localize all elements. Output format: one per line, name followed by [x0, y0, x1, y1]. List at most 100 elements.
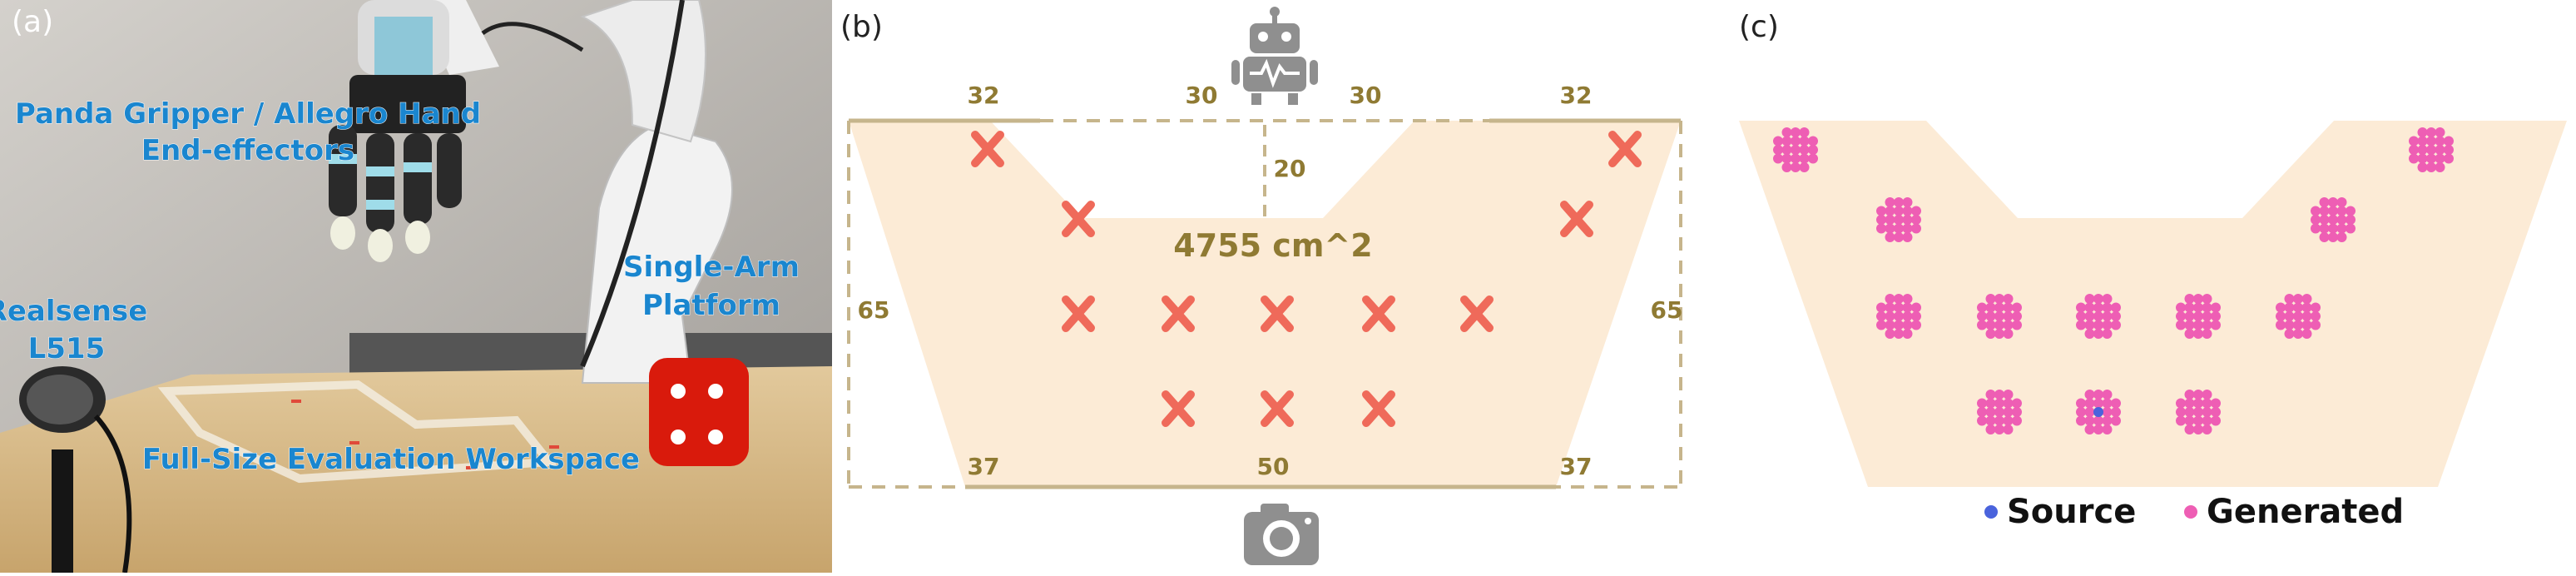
generated-dot — [2102, 294, 2113, 304]
generated-dot — [2093, 302, 2103, 313]
generated-dot — [2184, 311, 2195, 321]
generated-dot — [2311, 206, 2321, 216]
generated-dot — [2336, 215, 2347, 225]
generated-dot — [2301, 320, 2312, 330]
robot-icon — [1231, 7, 1318, 105]
generated-dot — [2276, 311, 2286, 321]
generated-dot — [1799, 145, 1810, 155]
panel-c-letter: (c) — [1739, 10, 1779, 44]
generated-dot — [1994, 311, 2004, 321]
generated-cluster — [2311, 197, 2356, 242]
panel-b-dimensions: (b) 32 30 — [840, 0, 1722, 573]
generated-dot — [1894, 223, 1904, 234]
generated-dot — [2102, 302, 2113, 313]
generated-dot — [2328, 223, 2338, 234]
generated-dot — [1781, 127, 1792, 137]
x-marker — [971, 131, 1004, 167]
x-marker — [1608, 131, 1642, 167]
generated-dot — [2284, 320, 2295, 330]
generated-dot — [2093, 320, 2103, 330]
generated-dot — [1902, 223, 1913, 234]
generated-dot — [2084, 407, 2095, 417]
generated-dot — [1994, 294, 2004, 304]
generated-dot — [2111, 398, 2121, 409]
generated-dot — [2202, 311, 2212, 321]
dim-side-left: 65 — [858, 296, 890, 324]
generated-dot — [2328, 197, 2338, 207]
generated-dot — [2435, 145, 2445, 155]
generated-dot — [1876, 215, 1886, 225]
generated-dot — [2328, 215, 2338, 225]
generated-dot — [2176, 302, 2186, 313]
area-label: 4755 cm^2 — [1173, 227, 1372, 264]
generated-dot — [2184, 398, 2195, 409]
generated-dot — [1799, 136, 1810, 146]
gripper-label-line1: Panda Gripper / Allegro Hand — [15, 97, 481, 131]
generated-dot — [2076, 407, 2086, 417]
generated-dot — [2211, 415, 2221, 426]
generated-dot — [2111, 302, 2121, 313]
generated-dot — [2336, 197, 2347, 207]
generated-dot — [2076, 320, 2086, 330]
generated-dot — [1781, 153, 1792, 164]
generated-dot — [2084, 311, 2095, 321]
generated-dot — [2176, 398, 2186, 409]
generated-dot — [2311, 302, 2321, 313]
generated-dot — [2102, 320, 2113, 330]
generated-dot — [2293, 302, 2303, 313]
generated-dot — [1985, 415, 1996, 426]
generated-dot — [1885, 206, 1895, 216]
generated-dot — [1799, 127, 1810, 137]
generated-dot — [2311, 215, 2321, 225]
generated-dot — [2319, 197, 2330, 207]
generated-dot — [2003, 398, 2014, 409]
generated-dot — [1911, 311, 1921, 321]
generated-dot — [1977, 302, 1987, 313]
generated-dot — [2276, 302, 2286, 313]
generated-dot — [2012, 302, 2022, 313]
generated-dot — [2417, 127, 2428, 137]
generated-dot — [2102, 390, 2113, 400]
generated-dot — [1911, 206, 1921, 216]
realsense-camera — [19, 366, 132, 574]
generated-dot — [2202, 294, 2212, 304]
generated-dot — [2012, 415, 2022, 426]
generated-dot — [1985, 390, 1996, 400]
dim-bottom-mid: 50 — [1257, 453, 1290, 480]
x-marker — [1261, 390, 1294, 427]
generated-dot — [2311, 320, 2321, 330]
generated-dot — [1894, 215, 1904, 225]
generated-dot — [1773, 145, 1783, 155]
generated-cluster — [1977, 294, 2022, 339]
generated-dot — [2012, 320, 2022, 330]
generated-dot — [1902, 311, 1913, 321]
generated-dot — [1985, 320, 1996, 330]
generated-dot — [1977, 407, 1987, 417]
generated-cluster — [1773, 127, 1818, 172]
generated-dot — [2346, 206, 2356, 216]
workspace-dimension-diagram: 32 30 30 32 20 65 65 37 50 37 4755 cm^2 — [847, 7, 1682, 565]
generated-dot — [2193, 398, 2203, 409]
dim-top-mid-left: 30 — [1186, 82, 1218, 109]
generated-dot — [2202, 329, 2212, 339]
generated-dot — [1994, 407, 2004, 417]
generated-cluster — [2176, 390, 2221, 434]
generated-dot — [2176, 407, 2186, 417]
generated-clusters — [1773, 127, 2454, 434]
generated-dot — [2301, 302, 2312, 313]
dim-bottom-right: 37 — [1560, 453, 1593, 480]
generated-dot — [1985, 294, 1996, 304]
generated-dot — [1885, 215, 1895, 225]
generated-dot — [1894, 311, 1904, 321]
generated-dot — [1885, 223, 1895, 234]
generated-dot — [2435, 153, 2445, 164]
generated-dot — [1799, 162, 1810, 172]
workspace-label: Full-Size Evaluation Workspace — [142, 443, 640, 476]
generated-dot — [1885, 197, 1895, 207]
generated-dot — [1781, 145, 1792, 155]
generated-dot — [2319, 215, 2330, 225]
generated-dot — [2426, 145, 2436, 155]
generated-dot — [2202, 425, 2212, 434]
generated-dot — [2084, 390, 2095, 400]
generated-dot — [2417, 136, 2428, 146]
